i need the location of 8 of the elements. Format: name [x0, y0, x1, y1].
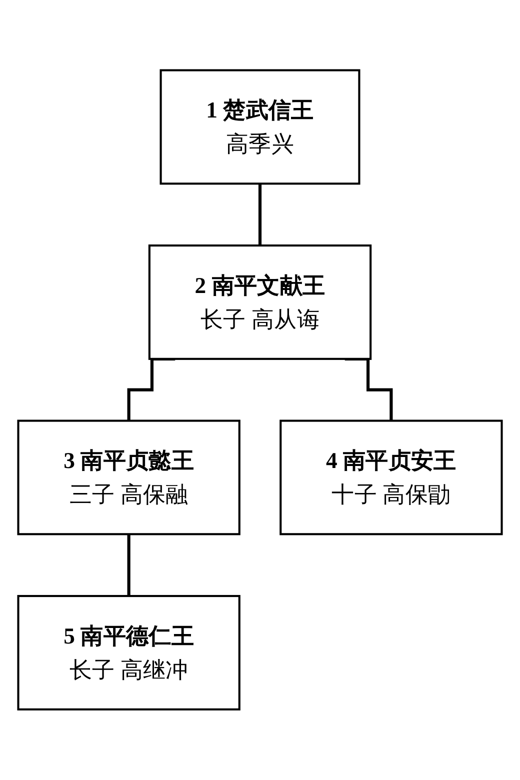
connector: [258, 182, 262, 248]
node-box: [17, 595, 240, 711]
family-tree-diagram: 1 楚武信王 高季兴 2 南平文献王 长子 高从诲 3 南平贞懿王 三子 高保融 4 南平贞安王 十子 高保勖 5 南平德仁王 长子 高继冲: [10, 62, 510, 718]
node-box: [280, 420, 503, 536]
node-box: [148, 244, 372, 360]
node-box: [17, 420, 240, 536]
connector: [127, 532, 130, 598]
node-box: [160, 69, 360, 185]
